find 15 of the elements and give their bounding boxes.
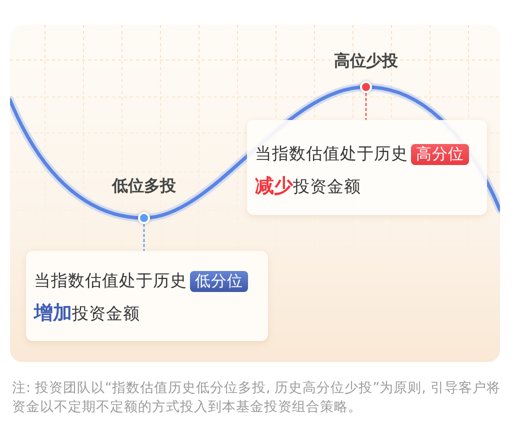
card-text: 当指数估值处于历史: [34, 270, 187, 292]
percentile-badge: 高分位: [411, 144, 469, 164]
leader-line: [143, 224, 145, 251]
point-label: 低位多投: [112, 176, 176, 196]
marker-dot: [360, 81, 372, 93]
point-label: 高位少投: [334, 51, 398, 71]
marker-dot: [138, 212, 150, 224]
card-text: 减少投资金额: [255, 174, 361, 199]
card-text: 增加投资金额: [34, 301, 140, 326]
info-card: [247, 120, 487, 215]
info-card: [26, 251, 268, 341]
leader-line: [365, 93, 367, 120]
percentile-badge: 低分位: [190, 270, 248, 292]
footnote: 注: 投资团队以“指数估值历史低分位多投, 历史高分位少投”为原则, 引导客户将资金以不定期不定额的方式投入到本基金投资组合策略。: [12, 379, 502, 417]
card-text: 当指数估值处于历史: [255, 143, 408, 165]
